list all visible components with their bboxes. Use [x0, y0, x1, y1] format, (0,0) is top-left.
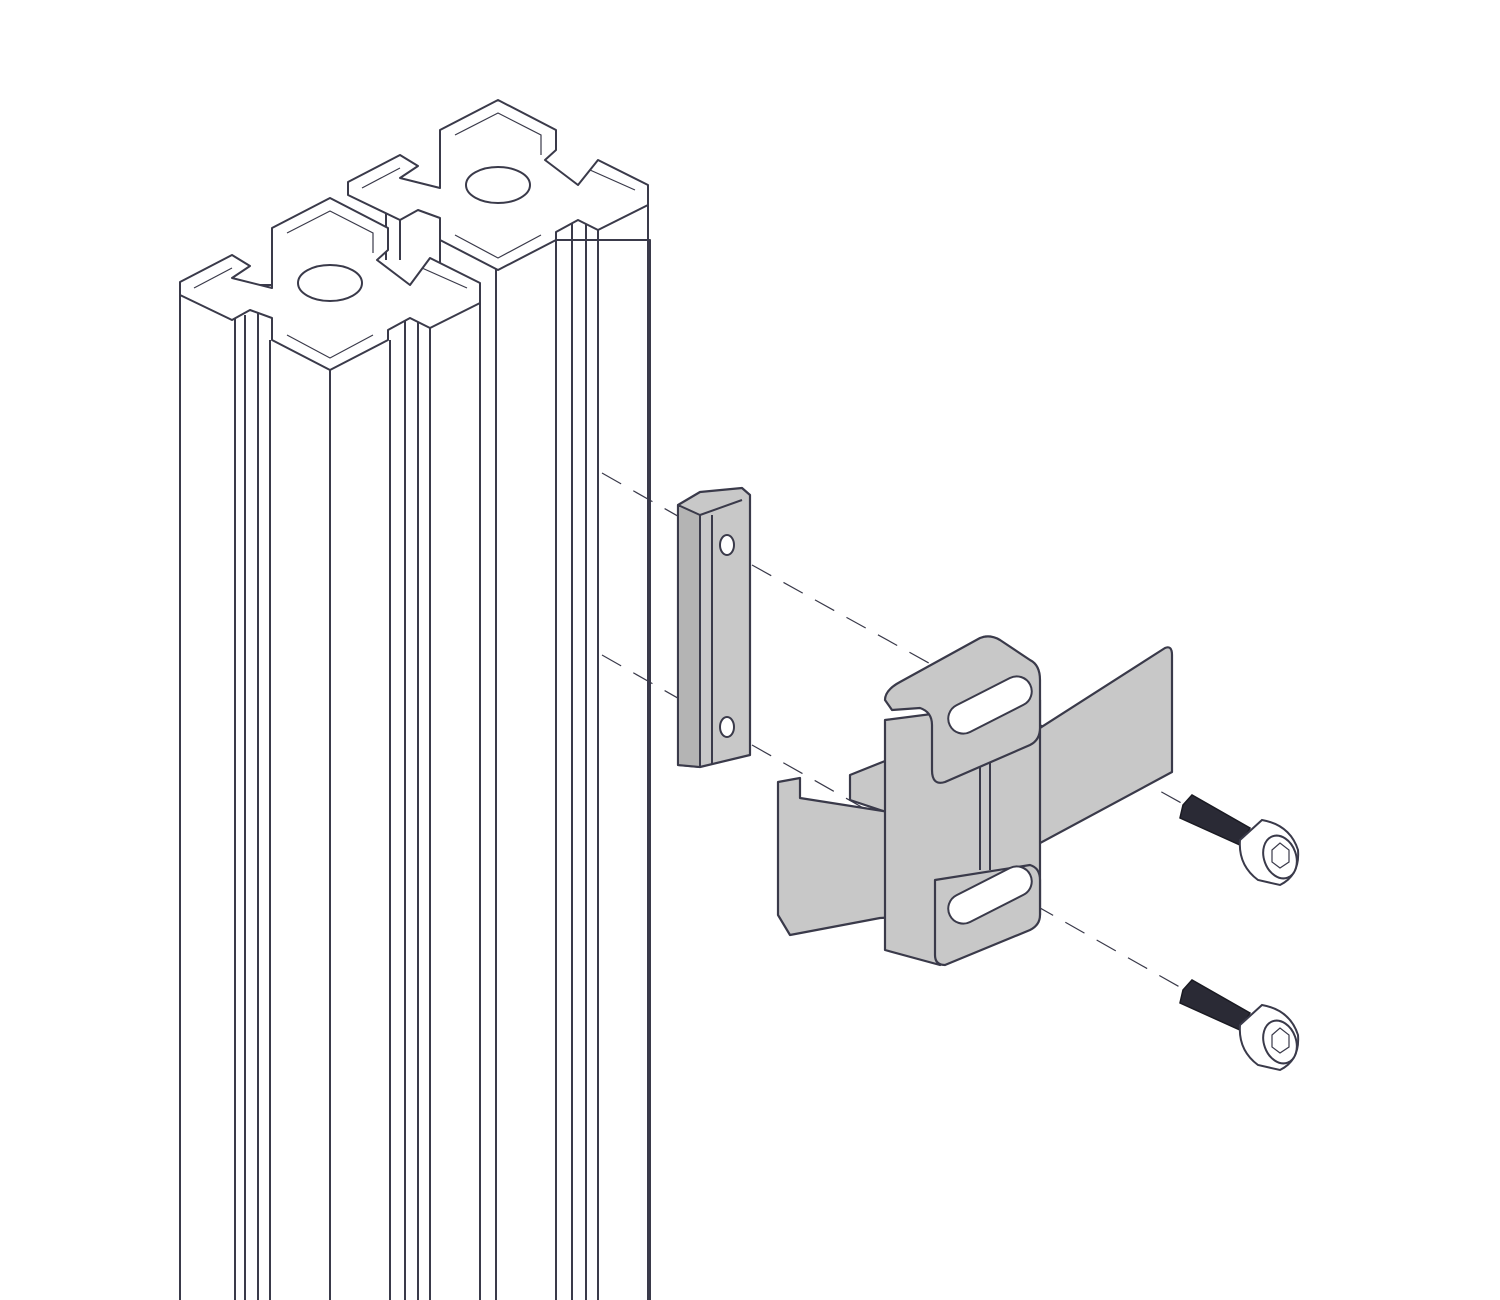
door-handle-icon [776, 635, 1174, 967]
slot-nut-hole [719, 716, 735, 738]
socket-head-screw-icon [1179, 979, 1300, 1072]
slot-nut-hole [719, 534, 735, 556]
aluminium-profile-icon [179, 99, 651, 1300]
profile-back-core [465, 166, 531, 204]
slot-nut-icon [676, 486, 752, 769]
handle-slot-top [947, 675, 1033, 735]
handle-slot-bottom [947, 865, 1033, 925]
profile-front-core [297, 264, 363, 302]
socket-head-screw-icon [1179, 794, 1300, 887]
